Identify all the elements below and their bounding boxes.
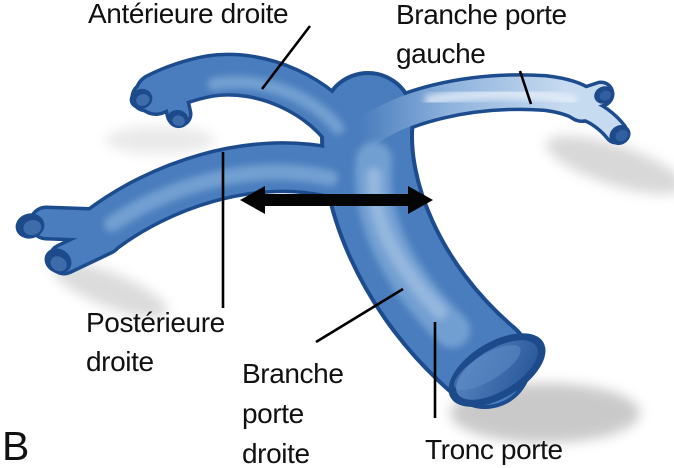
shadow-under-posterior-fork xyxy=(52,261,168,319)
vessel-highlights xyxy=(104,75,578,348)
left-upper-lumen xyxy=(594,86,614,104)
shadow-under-left-branch xyxy=(546,135,674,195)
trunk-lumen xyxy=(448,333,546,407)
leader-right-portal-branch xyxy=(315,287,404,344)
anterior-lower-lumen xyxy=(167,109,189,129)
leader-anterior-right xyxy=(260,25,312,90)
posterior-lower-lumen xyxy=(44,248,72,274)
posterior-fork-upper-stub xyxy=(32,209,117,239)
vessel-openings xyxy=(15,86,631,407)
anterior-upper-lumen xyxy=(129,88,153,110)
shadow-under-anterior xyxy=(105,126,215,154)
label-right-portal-branch: Branche porte droite xyxy=(242,358,344,468)
leader-left-portal-branch xyxy=(518,70,533,105)
label-left-portal-branch: Branche porte gauche xyxy=(396,0,567,69)
label-anterior-right: Antérieure droite xyxy=(88,0,289,29)
left-lower-lumen xyxy=(609,124,631,146)
leader-lines xyxy=(221,25,533,418)
label-portal-trunk: Tronc porte xyxy=(425,434,563,465)
double-arrow-icon xyxy=(240,186,433,214)
posterior-fork-lower-stub xyxy=(51,226,119,272)
label-posterior-right: Postérieure droite xyxy=(86,307,225,377)
panel-letter: B xyxy=(2,423,30,468)
posterior-upper-lumen xyxy=(15,213,45,239)
